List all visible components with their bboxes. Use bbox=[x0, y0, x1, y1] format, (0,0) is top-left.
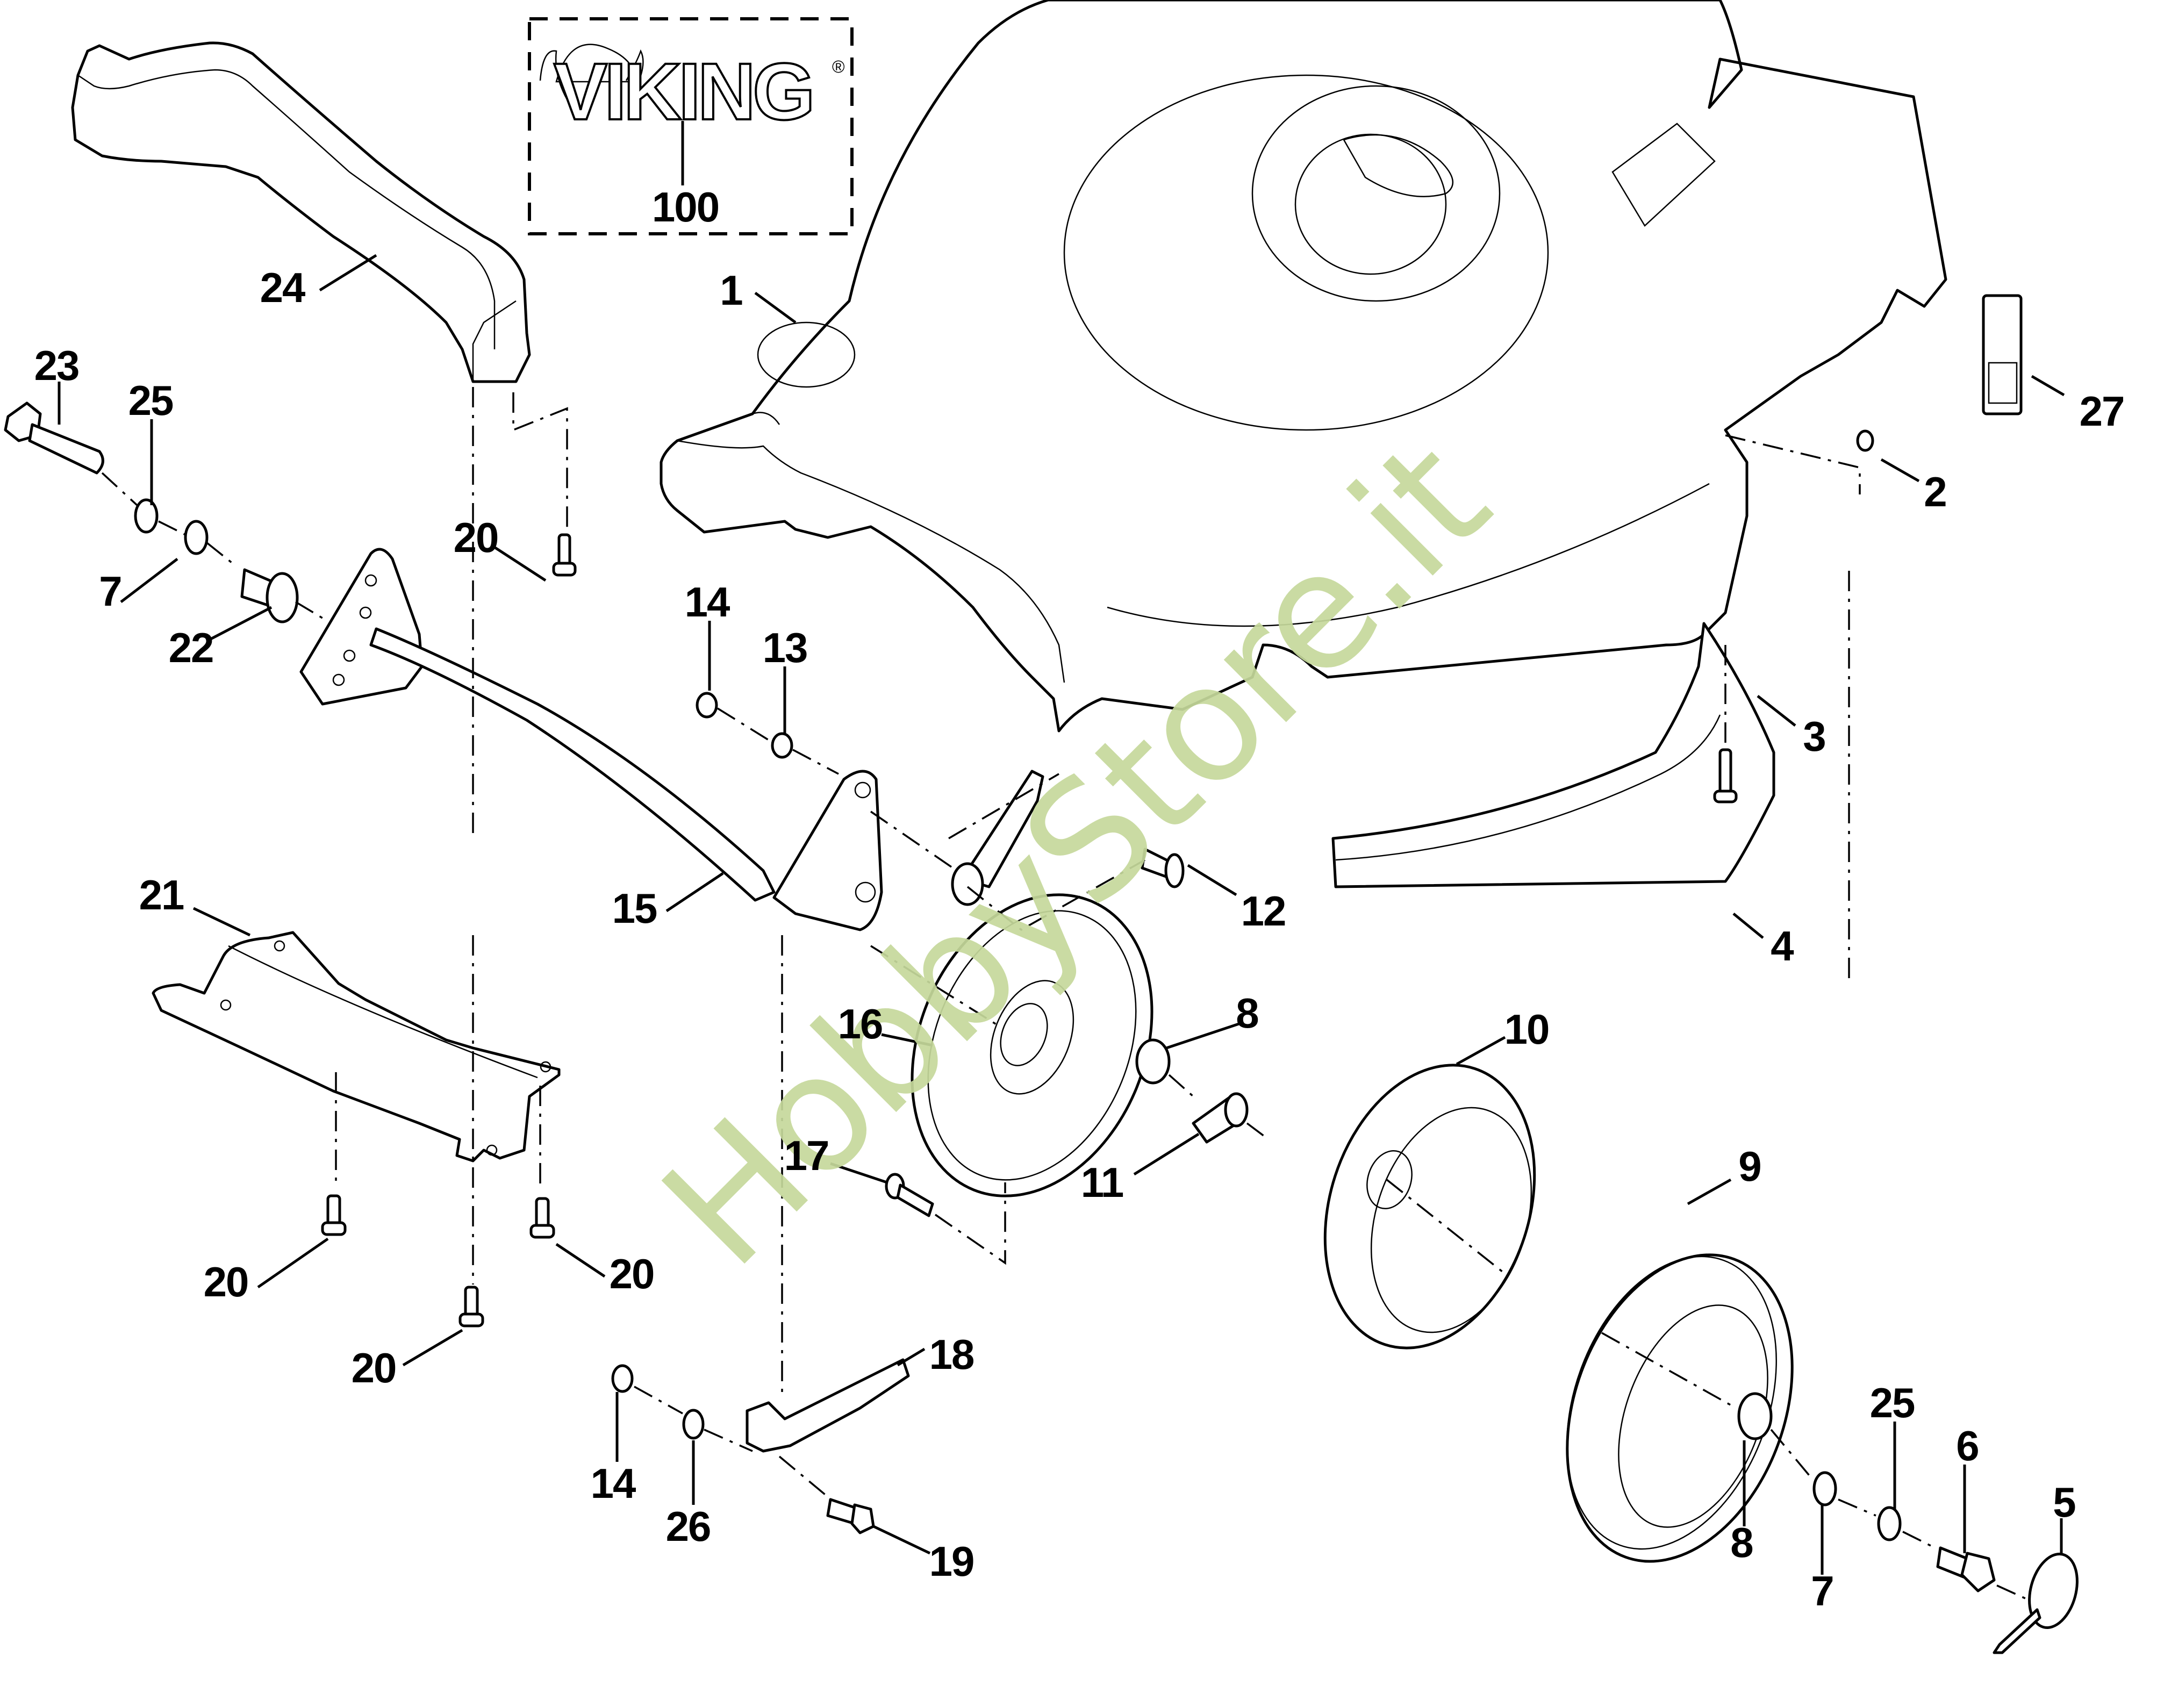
part-label-8: 8 bbox=[1730, 1519, 1753, 1566]
lock-washer-25-right bbox=[1877, 1506, 1902, 1541]
part-label-26: 26 bbox=[665, 1503, 712, 1550]
part-label-4: 4 bbox=[1771, 922, 1794, 970]
adjustment-lever-18 bbox=[746, 1358, 910, 1453]
part-label-27: 27 bbox=[2079, 387, 2125, 435]
front-bumper-part bbox=[1331, 622, 1775, 888]
part-label-13: 13 bbox=[762, 624, 808, 671]
part-label-14: 14 bbox=[590, 1460, 636, 1507]
tire-part bbox=[1566, 1253, 1794, 1563]
part-label-25: 25 bbox=[128, 377, 174, 424]
part-label-3: 3 bbox=[1803, 713, 1826, 760]
part-label-12: 12 bbox=[1241, 887, 1287, 935]
part-label-8: 8 bbox=[1236, 989, 1259, 1037]
part-label-10: 10 bbox=[1504, 1006, 1550, 1053]
bolt-19 bbox=[826, 1498, 875, 1534]
bolt-6 bbox=[1936, 1546, 1996, 1592]
slotted-link-part bbox=[951, 770, 1044, 906]
part-label-24: 24 bbox=[260, 264, 306, 311]
part-label-20: 20 bbox=[351, 1344, 397, 1391]
hex-nut-14-bottom bbox=[611, 1364, 634, 1393]
part-label-18: 18 bbox=[929, 1331, 975, 1378]
part-label-20: 20 bbox=[203, 1258, 249, 1305]
part-label-20: 20 bbox=[609, 1250, 655, 1297]
lock-washer-25 bbox=[134, 498, 159, 534]
spacer-pin-22 bbox=[240, 568, 299, 623]
bushing-11 bbox=[1192, 1092, 1249, 1144]
handle-bracket-part bbox=[71, 41, 531, 383]
cap-nut-2 bbox=[1856, 429, 1874, 452]
screws-20-bottom bbox=[321, 1194, 555, 1327]
bolt-23 bbox=[4, 401, 104, 475]
part-label-100: 100 bbox=[651, 183, 720, 231]
part-label-21: 21 bbox=[139, 871, 185, 918]
axle-assembly-part bbox=[299, 548, 883, 931]
screw-17 bbox=[885, 1173, 934, 1217]
logo-dashed-frame bbox=[528, 17, 854, 235]
wheel-hub-part bbox=[1323, 1064, 1536, 1350]
part-label-11: 11 bbox=[1080, 1159, 1124, 1206]
assembly-axes bbox=[101, 387, 2027, 1600]
part-label-25: 25 bbox=[1869, 1379, 1916, 1426]
part-label-15: 15 bbox=[612, 885, 658, 932]
part-label-17: 17 bbox=[784, 1132, 830, 1179]
hub-cap-5 bbox=[1993, 1553, 2079, 1654]
washer-26 bbox=[682, 1409, 705, 1440]
countersunk-screw-12 bbox=[1141, 848, 1185, 888]
part-label-7: 7 bbox=[1811, 1567, 1834, 1614]
viking-wordmark: VIKING bbox=[554, 46, 812, 137]
long-screw-4 bbox=[1713, 748, 1738, 803]
screw-20-top bbox=[552, 533, 577, 577]
part-label-5: 5 bbox=[2053, 1479, 2076, 1526]
part-label-19: 19 bbox=[929, 1538, 975, 1585]
instruction-label-27 bbox=[1982, 294, 2023, 415]
washer-7 bbox=[184, 520, 209, 555]
part-label-7: 7 bbox=[99, 568, 122, 615]
bearing-8-right bbox=[1737, 1392, 1773, 1440]
wheel-cover-disc-part bbox=[911, 893, 1153, 1197]
part-label-1: 1 bbox=[720, 267, 743, 314]
part-label-22: 22 bbox=[168, 624, 214, 671]
hex-nut-14-top bbox=[696, 692, 718, 719]
part-label-6: 6 bbox=[1956, 1422, 1979, 1469]
washer-13 bbox=[771, 732, 793, 759]
viking-logo: VIKING ® bbox=[528, 17, 854, 235]
part-label-20: 20 bbox=[453, 514, 499, 561]
part-label-9: 9 bbox=[1738, 1143, 1761, 1190]
viking-helmet-icon bbox=[539, 44, 644, 100]
part-label-16: 16 bbox=[837, 1000, 884, 1047]
leader-lines bbox=[58, 254, 2065, 1575]
cover-plate-part bbox=[152, 931, 561, 1162]
washer-7-right bbox=[1812, 1471, 1837, 1506]
part-label-2: 2 bbox=[1924, 468, 1947, 515]
part-label-23: 23 bbox=[34, 342, 80, 389]
bearing-8-mid bbox=[1135, 1038, 1171, 1085]
deck-housing-part bbox=[660, 0, 1947, 733]
part-label-14: 14 bbox=[684, 578, 730, 626]
registered-mark: ® bbox=[832, 57, 845, 76]
